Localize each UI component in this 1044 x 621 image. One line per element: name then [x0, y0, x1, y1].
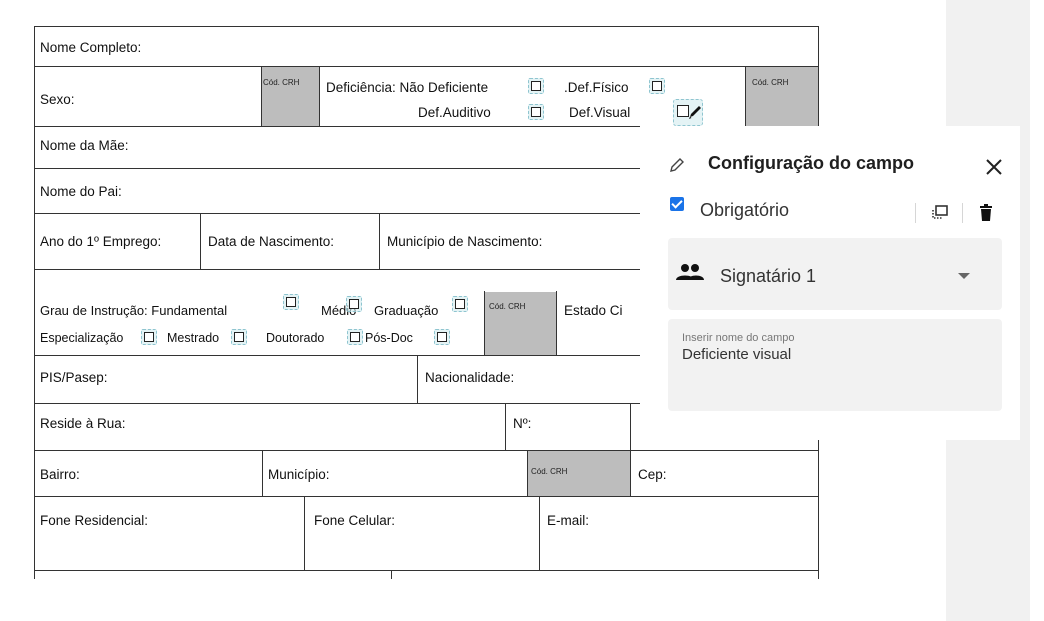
table-line	[304, 496, 306, 570]
pencil-icon	[689, 106, 701, 119]
label-email: E-mail:	[547, 513, 590, 528]
checkbox-box	[676, 104, 692, 120]
people-icon	[676, 264, 704, 280]
required-checkbox[interactable]	[670, 197, 684, 211]
label-doutorado: Doutorado	[266, 331, 325, 345]
label-nome-mae: Nome da Mãe:	[40, 138, 129, 153]
divider	[915, 203, 916, 223]
table-line	[34, 269, 819, 271]
label-nome-completo: Nome Completo:	[40, 40, 142, 55]
checkbox-doutorado[interactable]	[347, 329, 363, 345]
checkbox-fundamental[interactable]	[283, 294, 299, 310]
table-line	[34, 496, 819, 498]
table-line	[261, 66, 263, 126]
label-cep: Cep:	[638, 467, 667, 482]
label-def-visual: Def.Visual	[569, 105, 631, 120]
checkbox-graduacao[interactable]	[452, 296, 468, 312]
label-pos-doc: Pós-Doc	[365, 331, 413, 345]
table-line	[484, 291, 486, 355]
checkbox-especializacao[interactable]	[141, 329, 157, 345]
table-line	[34, 450, 819, 452]
label-nao-deficiente: Deficiência: Não Deficiente	[326, 80, 489, 95]
checkbox-def-fisico[interactable]	[649, 78, 665, 94]
label-sexo: Sexo:	[40, 92, 75, 107]
close-icon[interactable]	[985, 158, 1003, 176]
checkbox-nao-deficiente[interactable]	[528, 78, 544, 94]
duplicate-icon[interactable]	[931, 204, 949, 222]
label-data-nascimento: Data de Nascimento:	[208, 234, 335, 249]
label-graduacao: Graduação	[374, 303, 439, 318]
cod-crh-cell	[528, 451, 630, 496]
cod-crh-label: Cód. CRH	[263, 78, 300, 87]
label-pis: PIS/Pasep:	[40, 370, 108, 385]
label-mestrado: Mestrado	[167, 331, 220, 345]
signer-value: Signatário 1	[720, 266, 817, 286]
checkbox-def-auditivo[interactable]	[528, 104, 544, 120]
label-municipio-nascimento: Município de Nascimento:	[387, 234, 543, 249]
label-fone-celular: Fone Celular:	[314, 513, 396, 528]
table-line	[200, 213, 202, 269]
cod-crh-label: Cód. CRH	[489, 302, 526, 311]
divider	[962, 203, 963, 223]
checkbox-medio[interactable]	[346, 296, 362, 312]
table-line	[34, 355, 819, 357]
field-name-input[interactable]: Inserir nome do campo Deficiente visual	[668, 319, 1002, 411]
panel-title: Configuração do campo	[708, 153, 915, 173]
label-def-fisico: .Def.Físico	[564, 80, 629, 95]
cod-crh-label: Cód. CRH	[752, 78, 789, 87]
cod-crh-cell	[262, 67, 319, 126]
table-line	[505, 403, 507, 450]
label-reside: Reside à Rua:	[40, 416, 126, 431]
field-config-panel: Configuração do campo Obrigatório Signat…	[640, 126, 1020, 440]
table-line	[34, 66, 819, 68]
table-line	[34, 168, 819, 170]
table-line	[417, 355, 419, 403]
table-line	[527, 450, 529, 496]
label-numero: Nº:	[513, 416, 532, 431]
cod-crh-cell	[485, 292, 556, 355]
field-name-label: Inserir nome do campo	[682, 332, 795, 344]
table-line	[34, 126, 819, 128]
table-line	[630, 450, 632, 496]
table-line	[379, 213, 381, 269]
cod-crh-cell	[746, 67, 818, 126]
label-nacionalidade: Nacionalidade:	[425, 370, 515, 385]
table-line	[630, 403, 632, 450]
table-line	[262, 450, 264, 496]
table-line	[556, 291, 558, 355]
label-ano-emprego: Ano do 1º Emprego:	[40, 234, 162, 249]
label-fone-residencial: Fone Residencial:	[40, 513, 149, 528]
checkbox-pos-doc[interactable]	[434, 329, 450, 345]
label-nome-pai: Nome do Pai:	[40, 184, 122, 199]
checkbox-mestrado[interactable]	[231, 329, 247, 345]
signer-select[interactable]: Signatário 1	[668, 238, 1002, 310]
label-grau-instrucao: Grau de Instrução: Fundamental	[40, 303, 228, 318]
trash-icon[interactable]	[979, 204, 993, 222]
field-name-value: Deficiente visual	[682, 346, 792, 363]
table-line	[34, 26, 36, 579]
table-line	[745, 66, 747, 126]
label-def-auditivo: Def.Auditivo	[418, 105, 491, 120]
label-bairro: Bairro:	[40, 467, 80, 482]
table-line	[34, 26, 819, 28]
table-line	[539, 496, 541, 570]
table-line	[34, 403, 819, 405]
cod-crh-label: Cód. CRH	[531, 467, 568, 476]
required-label: Obrigatório	[700, 200, 790, 220]
table-line	[34, 570, 819, 572]
table-line	[34, 213, 819, 215]
label-estado-civil: Estado Ci	[564, 303, 623, 318]
label-municipio: Município:	[268, 467, 330, 482]
chevron-down-icon	[958, 273, 970, 279]
table-line	[391, 570, 393, 579]
table-line	[319, 66, 321, 126]
label-especializacao: Especialização	[40, 331, 124, 345]
edit-icon	[670, 158, 684, 172]
checkbox-def-visual-selected[interactable]	[673, 99, 703, 126]
